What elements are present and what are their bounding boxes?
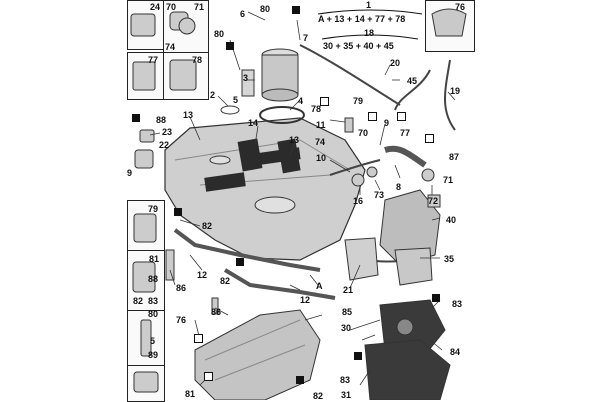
callout-22: 22 — [159, 140, 170, 150]
marker-square-open — [397, 112, 406, 121]
callout-12-upper: 12 — [197, 270, 208, 280]
tank-straps — [173, 228, 336, 300]
marker-square-open — [194, 334, 203, 343]
inset-label-88: 88 — [148, 274, 159, 284]
callout-13-right: 13 — [289, 135, 300, 145]
formula-2-expression: 30 + 35 + 40 + 45 — [323, 41, 394, 51]
callout-16: 16 — [353, 196, 364, 206]
leader-lines — [149, 11, 456, 386]
marker-square-open — [204, 372, 213, 381]
callout-85: 85 — [342, 307, 353, 317]
callout-8: 8 — [396, 182, 402, 192]
callout-70: 70 — [358, 128, 369, 138]
inset-label-5: 5 — [150, 336, 156, 346]
inset-label-82: 82 — [133, 296, 144, 306]
marker-square-filled — [132, 114, 140, 122]
callout-13-left: 13 — [183, 110, 194, 120]
callout-35: 35 — [444, 254, 455, 264]
formula-2-index: 18 — [364, 28, 375, 38]
callout-19: 19 — [450, 86, 461, 96]
formula-1-expression: A + 13 + 14 + 77 + 78 — [318, 14, 406, 24]
canister — [344, 189, 441, 286]
inset-label-76: 76 — [455, 2, 466, 12]
callout-76: 76 — [176, 315, 187, 325]
inset-label-74: 74 — [165, 42, 176, 52]
fuel-pump-module — [220, 48, 305, 124]
inset-label-24: 24 — [150, 2, 161, 12]
callout-5: 5 — [233, 95, 239, 105]
callout-73: 73 — [374, 190, 385, 200]
callout-40: 40 — [446, 215, 457, 225]
callout-9-left: 9 — [127, 168, 133, 178]
inset-label-89: 89 — [148, 350, 159, 360]
callout-7: 7 — [303, 33, 309, 43]
marker-square-filled — [226, 42, 234, 50]
inset-label-78: 78 — [192, 55, 203, 65]
inset-label-71: 71 — [194, 2, 205, 12]
callout-84: 84 — [450, 347, 461, 357]
marker-square-open — [368, 112, 377, 121]
formula-1-index: 1 — [366, 0, 372, 10]
callout-71: 71 — [443, 175, 454, 185]
clip-icon — [130, 8, 467, 393]
callout-82-middle: 82 — [220, 276, 231, 286]
marker-square-open — [425, 134, 434, 143]
heat-shield — [194, 309, 321, 400]
callout-74: 74 — [315, 137, 326, 147]
callout-45: 45 — [407, 76, 418, 86]
callout-2: 2 — [210, 90, 216, 100]
inset-label-77: 77 — [148, 55, 159, 65]
callout-20: 20 — [390, 58, 401, 68]
callout-23: 23 — [162, 127, 173, 137]
callout-4: 4 — [298, 96, 304, 106]
callout-80-left: 80 — [214, 29, 225, 39]
callout-88: 88 — [156, 115, 167, 125]
callout-12-lower: 12 — [300, 295, 311, 305]
inset-label-80: 80 — [148, 309, 159, 319]
inset-label-83: 83 — [148, 296, 159, 306]
inset-label-81: 81 — [149, 254, 160, 264]
inset-label-70: 70 — [166, 2, 177, 12]
callout-78: 78 — [311, 104, 322, 114]
formula-braces — [317, 9, 423, 40]
callout-11: 11 — [316, 120, 326, 130]
callout-86-upper: 86 — [176, 283, 187, 293]
callout-83-upper: 83 — [452, 299, 463, 309]
callout-87: 87 — [449, 152, 460, 162]
callout-31: 31 — [341, 390, 352, 400]
callout-80-top: 80 — [260, 4, 271, 14]
callout-3: 3 — [243, 73, 249, 83]
callout-83-lower: 83 — [340, 375, 351, 385]
marker-square-filled — [292, 6, 300, 14]
callout-72: 72 — [428, 196, 439, 206]
marker-square-filled — [236, 258, 244, 266]
marker-square-filled — [174, 208, 182, 216]
callout-14: 14 — [248, 118, 259, 128]
callout-82-lower: 82 — [313, 391, 324, 401]
inset-label-79: 79 — [148, 204, 159, 214]
small-parts — [134, 117, 441, 315]
callout-86-lower: 86 — [211, 307, 222, 317]
callout-82-upper: 82 — [202, 221, 213, 231]
fuel-tank — [164, 117, 366, 261]
callout-77: 77 — [400, 128, 411, 138]
callout-30: 30 — [341, 323, 352, 333]
marker-square-filled — [432, 294, 440, 302]
marker-square-filled — [354, 352, 362, 360]
marker-square-open — [320, 97, 329, 106]
callout-A: A — [316, 281, 323, 291]
callout-79: 79 — [353, 96, 364, 106]
cover-plates — [364, 299, 451, 400]
marker-square-filled — [296, 376, 304, 384]
callout-10: 10 — [316, 153, 327, 163]
callout-9: 9 — [384, 118, 390, 128]
callout-81: 81 — [185, 389, 196, 399]
callout-21: 21 — [343, 285, 354, 295]
callout-6: 6 — [240, 9, 246, 19]
